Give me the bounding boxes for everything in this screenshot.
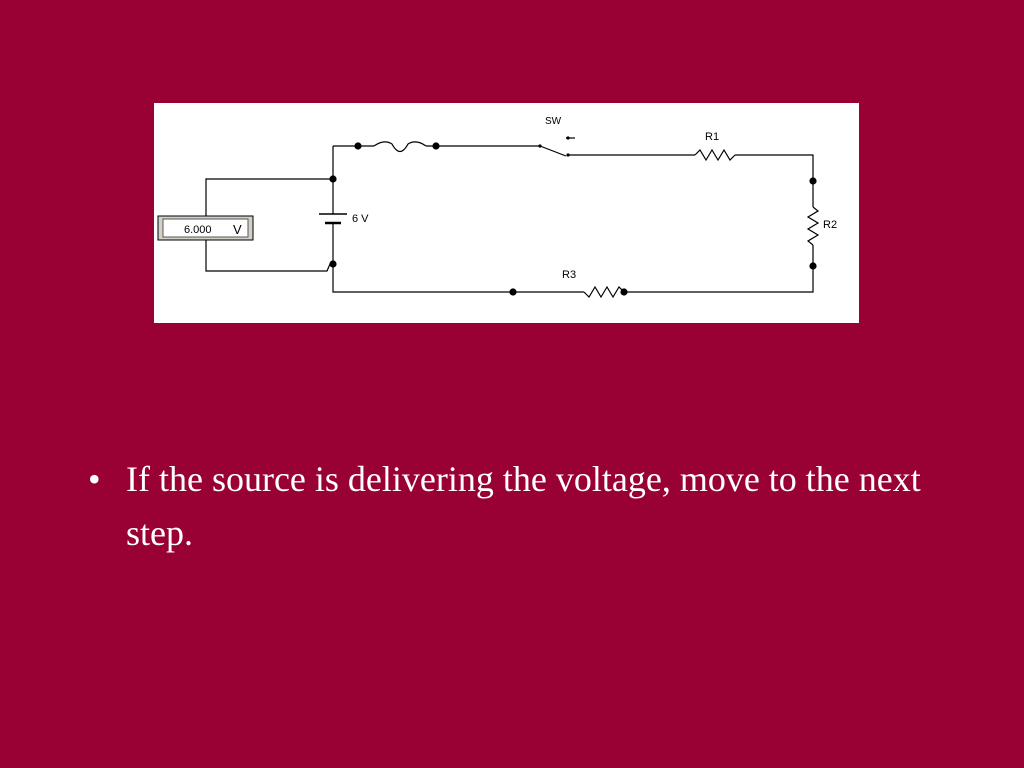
r3-label: R3 bbox=[562, 269, 576, 281]
r1-resistor bbox=[694, 148, 736, 162]
junction-dots bbox=[329, 142, 817, 296]
source-label: 6 V bbox=[352, 213, 369, 225]
r3-resistor bbox=[583, 285, 625, 299]
voltmeter-lead-top bbox=[205, 178, 333, 216]
bullet-list: • If the source is delivering the voltag… bbox=[88, 452, 948, 560]
wire-right bbox=[624, 245, 814, 293]
bullet-item: • If the source is delivering the voltag… bbox=[88, 452, 948, 560]
battery bbox=[319, 213, 347, 225]
bullet-text: If the source is delivering the voltage,… bbox=[126, 459, 921, 553]
switch-label: SW bbox=[545, 116, 562, 127]
fuse bbox=[373, 141, 427, 153]
wire-bottom bbox=[332, 229, 584, 293]
bullet-marker: • bbox=[88, 459, 101, 499]
r1-label: R1 bbox=[705, 131, 719, 143]
r2-label: R2 bbox=[823, 219, 837, 231]
meter-unit: V bbox=[233, 222, 242, 237]
switch-blade bbox=[539, 145, 567, 157]
switch-terminal bbox=[566, 136, 570, 140]
switch-pivot bbox=[538, 144, 542, 148]
circuit-diagram: SW R1 R2 R3 6 V 6.000 V bbox=[154, 103, 859, 323]
switch-terminal bbox=[566, 153, 570, 157]
meter-reading: 6.000 bbox=[184, 224, 212, 236]
voltmeter: 6.000 V bbox=[157, 215, 254, 241]
voltmeter-lead-bottom bbox=[205, 240, 331, 272]
wire-top-right bbox=[735, 154, 814, 207]
r2-resistor bbox=[806, 206, 820, 246]
